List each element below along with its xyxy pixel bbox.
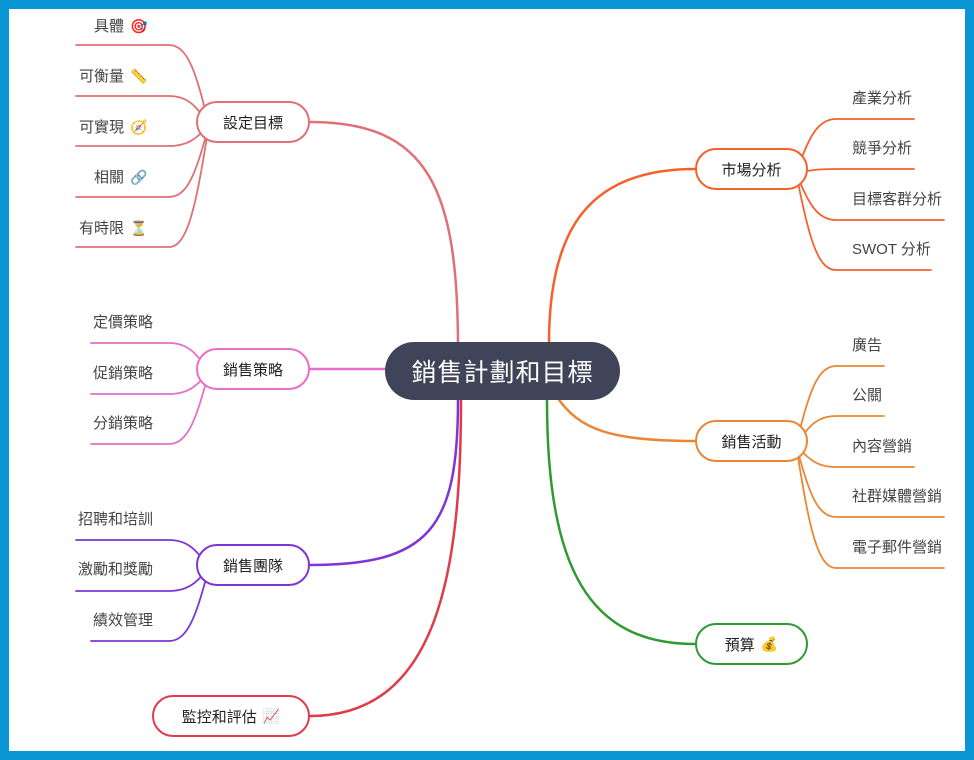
leaf-measurable[interactable]: 可衡量📏 xyxy=(79,68,148,85)
leaf-pricing-strategy[interactable]: 定價策略 xyxy=(93,314,154,331)
branch-sales-strategy[interactable]: 銷售策略 xyxy=(196,348,310,390)
branch-goals[interactable]: 設定目標 xyxy=(196,101,310,143)
activities-leaf-connector-3 xyxy=(795,444,945,518)
target-icon: 🎯 xyxy=(130,18,148,34)
leaf-relevant[interactable]: 相關🔗 xyxy=(94,169,148,186)
branch-sales-team-label: 銷售團隊 xyxy=(222,557,283,575)
branch-sales-activities-label: 銷售活動 xyxy=(721,433,782,451)
branch-budget-label: 預算 xyxy=(724,636,755,654)
branch-sales-team[interactable]: 銷售團隊 xyxy=(196,544,310,586)
connector-activities xyxy=(555,395,697,443)
connector-team xyxy=(308,398,460,567)
central-topic[interactable]: 銷售計劃和目標 xyxy=(385,342,620,400)
leaf-performance-management[interactable]: 績效管理 xyxy=(93,612,154,629)
leaf-content-marketing[interactable]: 內容營銷 xyxy=(852,438,913,455)
market-leaf-connector-3 xyxy=(795,172,932,271)
hourglass-icon: ⏳ xyxy=(130,220,148,236)
leaf-industry-analysis[interactable]: 產業分析 xyxy=(852,90,913,107)
mindmap-canvas: 銷售計劃和目標 設定目標 銷售策略 銷售團隊 監控和評估 📈 市場分析 銷售活動… xyxy=(9,9,965,751)
leaf-social-media-marketing[interactable]: 社群媒體營銷 xyxy=(852,488,943,505)
connector-market xyxy=(547,167,697,345)
link-icon: 🔗 xyxy=(130,169,148,185)
leaf-recruiting-training[interactable]: 招聘和培訓 xyxy=(78,511,154,528)
branch-sales-strategy-label: 銷售策略 xyxy=(222,361,283,379)
leaf-swot-analysis[interactable]: SWOT 分析 xyxy=(852,241,931,258)
leaf-motivation-rewards[interactable]: 激勵和獎勵 xyxy=(78,561,154,578)
central-topic-label: 銷售計劃和目標 xyxy=(411,359,594,387)
leaf-advertising[interactable]: 廣告 xyxy=(852,337,883,354)
mindmap-connectors xyxy=(75,44,945,718)
branch-goals-label: 設定目標 xyxy=(222,114,283,132)
connector-budget xyxy=(545,398,697,646)
branch-market-analysis-label: 市場分析 xyxy=(721,161,782,179)
leaf-public-relations[interactable]: 公關 xyxy=(852,387,883,404)
leaf-time-bound[interactable]: 有時限⏳ xyxy=(79,220,148,237)
chart-up-icon: 📈 xyxy=(262,707,281,724)
leaf-email-marketing[interactable]: 電子郵件營銷 xyxy=(852,539,943,556)
connector-monitor xyxy=(308,398,463,718)
branch-monitoring[interactable]: 監控和評估 📈 xyxy=(152,695,310,737)
leaf-distribution-strategy[interactable]: 分銷策略 xyxy=(93,415,154,432)
branch-monitoring-label: 監控和評估 xyxy=(181,708,257,726)
leaf-promotion-strategy[interactable]: 促銷策略 xyxy=(93,365,154,382)
compass-icon: 🧭 xyxy=(130,119,148,135)
connector-goals xyxy=(308,120,460,351)
leaf-competition-analysis[interactable]: 競爭分析 xyxy=(852,140,913,157)
goals-leaf-connector-4 xyxy=(75,124,210,248)
ruler-icon: 📏 xyxy=(130,68,148,84)
market-leaf-connector-1 xyxy=(795,168,915,174)
branch-budget[interactable]: 預算 💰 xyxy=(695,623,808,665)
branch-sales-activities[interactable]: 銷售活動 xyxy=(695,420,808,462)
leaf-target-audience-analysis[interactable]: 目標客群分析 xyxy=(852,191,943,208)
money-bag-icon: 💰 xyxy=(760,635,779,652)
branch-market-analysis[interactable]: 市場分析 xyxy=(695,148,808,190)
leaf-specific[interactable]: 具體🎯 xyxy=(94,18,148,35)
activities-leaf-connector-4 xyxy=(795,444,945,569)
leaf-achievable[interactable]: 可實現🧭 xyxy=(79,119,148,136)
